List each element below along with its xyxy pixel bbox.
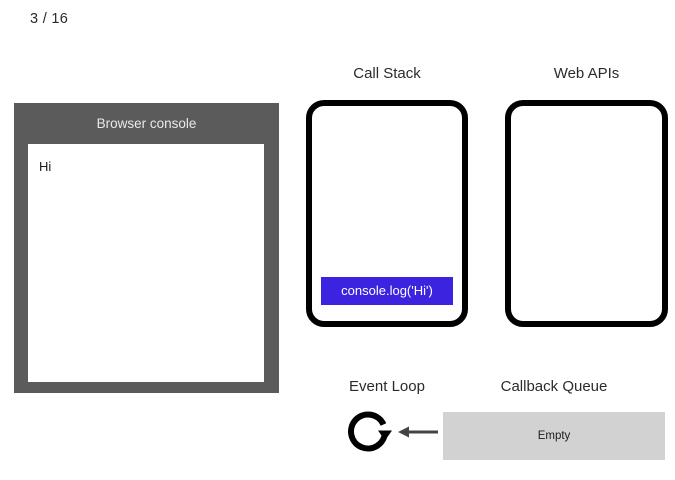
console-log-line: Hi xyxy=(39,159,52,174)
call-stack-frames: console.log('Hi') xyxy=(312,277,462,315)
circular-loop-arrow-icon xyxy=(345,408,393,456)
callback-queue-status: Empty xyxy=(537,430,571,442)
browser-console-panel: Browser console Hi xyxy=(14,103,279,393)
browser-console-title: Browser console xyxy=(96,116,197,131)
callback-queue-heading: Callback Queue xyxy=(500,378,608,395)
arrow-left-icon xyxy=(398,424,438,440)
call-stack-heading: Call Stack xyxy=(353,65,421,82)
event-loop-heading: Event Loop xyxy=(349,378,425,395)
callback-queue-box: Empty xyxy=(443,412,665,460)
slide-counter: 3 / 16 xyxy=(30,11,69,27)
call-stack-box: console.log('Hi') xyxy=(306,100,468,327)
web-apis-heading: Web APIs xyxy=(553,65,620,82)
call-stack-frame: console.log('Hi') xyxy=(321,277,453,305)
web-apis-box xyxy=(505,100,668,327)
browser-console-output: Hi xyxy=(28,144,264,382)
